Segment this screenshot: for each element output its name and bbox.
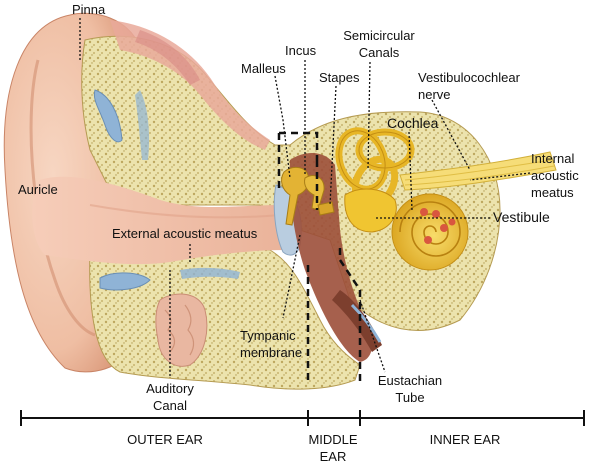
upper-skin: [110, 20, 270, 150]
section-middle-ear-line2: EAR: [319, 449, 347, 464]
label-auditory-canal-line1: Auditory: [146, 381, 194, 396]
leader-lines: [79, 18, 531, 378]
cartilage-lower2: [180, 267, 240, 279]
label-internal-acoustic-meatus-line1: Internal: [531, 151, 575, 166]
label-eustachian-tube-line1: Eustachian: [377, 373, 443, 388]
label-cochlea: Cochlea: [387, 115, 439, 131]
label-stapes: Stapes: [319, 70, 360, 85]
eustachian-blue: [350, 303, 382, 343]
cartilage-lower: [99, 272, 151, 291]
cartilage-upper2: [135, 90, 150, 160]
stapes-shape: [317, 201, 335, 216]
malleus-shape: [281, 167, 310, 226]
incus-shape: [304, 175, 325, 211]
cochlea-shape: [391, 193, 469, 271]
canal-shading: [89, 204, 281, 219]
section-outer-ear: OUTER EAR: [127, 432, 203, 447]
label-auricle: Auricle: [18, 182, 58, 197]
upper-skin-pink: [135, 30, 200, 85]
label-semicircular-canals-line1: Semicircular: [343, 28, 415, 43]
cartilage-upper: [93, 89, 123, 143]
label-incus: Incus: [285, 43, 317, 58]
gland: [155, 293, 208, 367]
label-tympanic-membrane-line2: membrane: [240, 345, 303, 360]
vestibule-shape: [344, 188, 397, 233]
nerve-fibers: [404, 159, 555, 186]
ear-canal: [32, 176, 285, 265]
section-inner-ear: INNER EAR: [429, 432, 501, 447]
label-vestibulocochlear-line2: nerve: [418, 87, 451, 102]
label-vestibulocochlear-line1: Vestibulocochlear: [418, 70, 520, 85]
label-semicircular-canals-line2: Canals: [358, 45, 400, 60]
label-tympanic-membrane-line1: Tympanic: [240, 328, 296, 343]
label-pinna: Pinna: [72, 2, 106, 17]
label-external-acoustic-meatus: External acoustic meatus: [112, 226, 258, 241]
gland-texture: [164, 304, 195, 356]
label-auditory-canal-line2: Canal: [153, 398, 187, 413]
section-middle-ear-line1: MIDDLE: [308, 432, 358, 447]
section-bar: [20, 410, 585, 426]
label-vestibule: Vestibule: [493, 209, 550, 225]
label-internal-acoustic-meatus-line2: acoustic: [531, 168, 579, 183]
middle-ear-dashed-box: [277, 131, 362, 385]
label-eustachian-tube-line2: Tube: [395, 390, 425, 405]
eustachian-tube-shape: [332, 290, 382, 352]
label-malleus: Malleus: [241, 61, 286, 76]
label-internal-acoustic-meatus-line3: meatus: [531, 185, 574, 200]
